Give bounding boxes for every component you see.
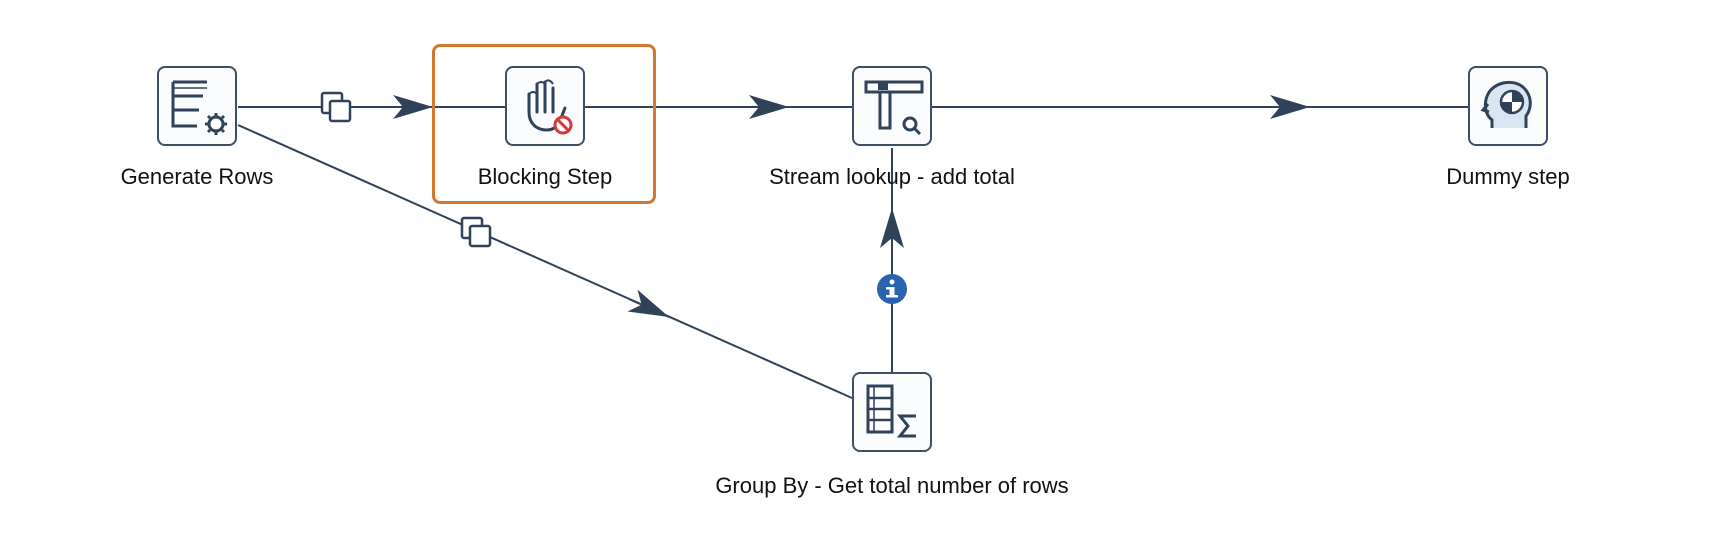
step-stream-lookup[interactable] xyxy=(852,66,932,146)
group-by-icon xyxy=(866,384,916,438)
hop-generate-rows-to-group-by[interactable] xyxy=(237,124,853,399)
step-blocking-step[interactable] xyxy=(505,66,585,146)
info-icon xyxy=(877,274,907,304)
copy-icon xyxy=(460,216,492,248)
step-group-by[interactable] xyxy=(852,372,932,452)
step-label-group-by: Group By - Get total number of rows xyxy=(715,473,1069,498)
step-label-stream-lookup: Stream lookup - add total xyxy=(769,164,1015,189)
step-label-generate-rows: Generate Rows xyxy=(120,164,274,189)
step-dummy-step[interactable] xyxy=(1468,66,1548,146)
step-label-dummy-step: Dummy step xyxy=(1446,164,1570,189)
step-generate-rows[interactable] xyxy=(157,66,237,146)
copy-icon xyxy=(320,91,352,123)
dummy-step-icon xyxy=(1480,80,1532,128)
stream-lookup-icon xyxy=(864,80,924,136)
generate-rows-icon xyxy=(171,80,227,135)
step-label-blocking-step: Blocking Step xyxy=(477,164,613,189)
blocking-step-icon xyxy=(527,79,573,135)
